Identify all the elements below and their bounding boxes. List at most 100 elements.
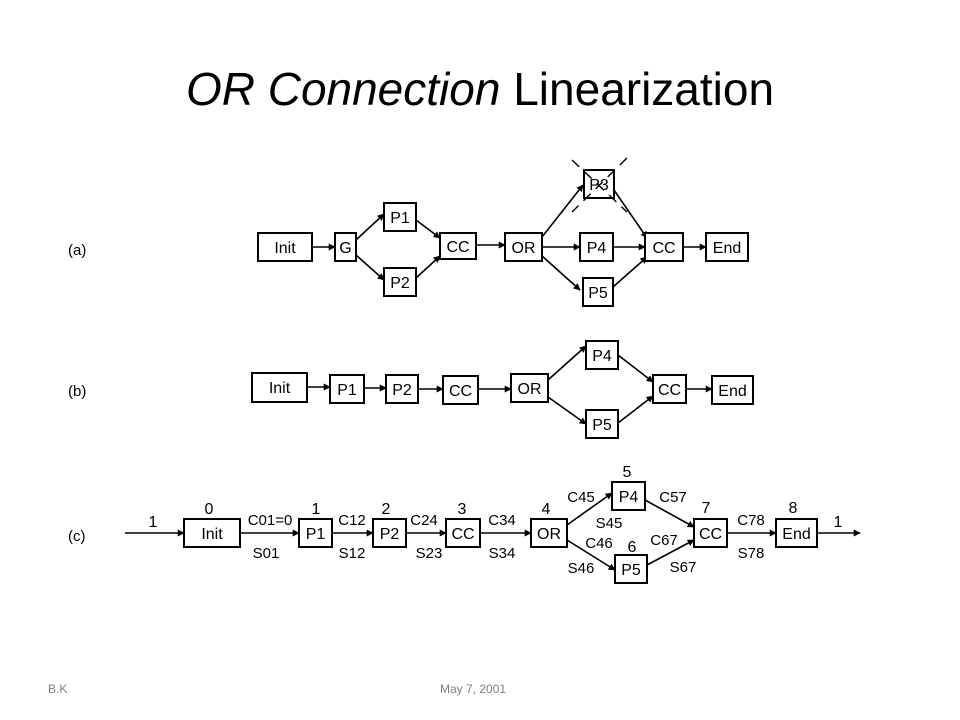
a-node-or-label: OR — [512, 240, 536, 257]
a-node-p5-label: P5 — [588, 285, 608, 302]
a-node-cc1: CC — [439, 232, 477, 260]
c-node-p1-label: P1 — [306, 526, 326, 543]
c-label-s34: S34 — [489, 545, 516, 562]
b-node-end: End — [711, 375, 754, 405]
a-node-p4-label: P4 — [587, 240, 607, 257]
a-node-g: G — [334, 232, 357, 262]
a-edge-g-p2 — [355, 254, 385, 281]
a-node-p5: P5 — [582, 277, 614, 307]
title-plain: Linearization — [513, 63, 775, 115]
c-node-end: End — [775, 518, 818, 548]
c-index-in: 1 — [149, 514, 158, 531]
diagram-a: (a) Init G P1 P2 CC OR P3 P4 — [68, 157, 749, 307]
c-index-out: 1 — [834, 514, 843, 531]
b-node-p1: P1 — [329, 374, 365, 404]
c-label-s23: S23 — [416, 545, 443, 562]
diagram-b-label: (b) — [68, 383, 86, 400]
c-node-cc2: CC — [693, 518, 728, 548]
a-node-p2-label: P2 — [390, 275, 410, 292]
diagram-c-label: (c) — [68, 528, 86, 545]
b-node-p2-label: P2 — [392, 382, 412, 399]
c-node-p4: P4 — [611, 481, 646, 511]
c-index-p5: 6 — [628, 539, 637, 556]
b-node-or: OR — [510, 373, 549, 403]
title-italic: OR Connection — [185, 63, 501, 115]
c-label-s12: S12 — [339, 545, 366, 562]
slide-title: OR Connection Linearization — [0, 62, 960, 116]
c-node-or-label: OR — [537, 526, 561, 543]
c-edge-p5-cc — [646, 539, 695, 566]
c-node-p5-label: P5 — [621, 562, 641, 579]
a-edge-or-p5 — [541, 255, 581, 291]
a-node-p1: P1 — [383, 202, 417, 232]
c-label-s01: S01 — [253, 545, 280, 562]
a-edges — [312, 184, 707, 291]
c-label-s45: S45 — [596, 515, 623, 532]
c-label-c12: C12 — [338, 512, 366, 529]
c-label-c78: C78 — [737, 512, 765, 529]
c-node-p2-label: P2 — [380, 526, 400, 543]
c-index-or: 4 — [542, 501, 551, 518]
b-edges — [307, 345, 713, 425]
p3-removed-cross-icon — [571, 157, 628, 213]
a-node-init: Init — [257, 232, 313, 262]
a-edge-p3-cc — [613, 189, 648, 239]
b-node-p1-label: P1 — [337, 382, 357, 399]
a-node-or: OR — [504, 232, 543, 262]
b-node-cc1: CC — [442, 375, 479, 405]
a-node-end: End — [705, 232, 749, 262]
c-node-p1: P1 — [298, 518, 333, 548]
c-index-end: 8 — [789, 500, 798, 517]
c-node-init-label: Init — [201, 526, 223, 543]
c-label-c01: C01=0 — [248, 512, 293, 529]
c-edge-labels: C01=0 S01 C12 S12 C24 S23 C34 S34 C45 S4… — [248, 489, 765, 577]
c-node-p2: P2 — [372, 518, 407, 548]
b-node-cc2-label: CC — [658, 382, 681, 399]
b-node-cc1-label: CC — [449, 383, 472, 400]
b-node-cc2: CC — [652, 374, 687, 404]
c-label-s67: S67 — [670, 559, 697, 576]
diagram-c: (c) Init P1 P2 CC OR P4 P5 CC End 1 0 1 … — [68, 464, 861, 584]
c-node-p4-label: P4 — [619, 489, 639, 506]
c-node-or: OR — [530, 518, 568, 548]
a-node-p1-label: P1 — [390, 210, 410, 227]
b-edge-or-p4 — [547, 345, 587, 381]
c-node-cc2-label: CC — [699, 526, 722, 543]
c-index-p1: 1 — [312, 501, 321, 518]
c-index-p4: 5 — [623, 464, 632, 481]
c-edges — [125, 492, 861, 571]
c-node-p5: P5 — [614, 554, 648, 584]
diagram-b: (b) Init P1 P2 CC OR P4 P5 CC End — [68, 340, 754, 439]
c-label-s78: S78 — [738, 545, 765, 562]
c-label-c67: C67 — [650, 532, 678, 549]
c-label-c24: C24 — [410, 512, 438, 529]
a-edge-p2-cc — [415, 255, 441, 279]
c-label-c46: C46 — [585, 535, 613, 552]
c-node-end-label: End — [782, 526, 810, 543]
a-edge-or-p3 — [541, 184, 584, 238]
a-node-g-label: G — [339, 240, 351, 257]
b-node-p4: P4 — [585, 340, 619, 370]
c-index-cc1: 3 — [458, 501, 467, 518]
c-node-init: Init — [183, 518, 241, 548]
c-node-indices: 1 0 1 2 3 4 5 6 7 8 1 — [149, 464, 843, 556]
a-node-p3: P3 — [571, 157, 628, 213]
c-node-cc1-label: CC — [451, 526, 474, 543]
c-node-cc1: CC — [445, 518, 481, 548]
a-edge-p5-cc — [612, 256, 648, 288]
b-node-p2: P2 — [385, 374, 419, 404]
b-node-init: Init — [251, 372, 308, 403]
b-edge-p4-cc — [617, 354, 654, 383]
c-edge-or-p4 — [566, 492, 613, 526]
a-node-cc1-label: CC — [446, 239, 469, 256]
c-label-c57: C57 — [659, 489, 687, 506]
c-edge-p4-cc — [644, 499, 695, 528]
c-label-s46: S46 — [568, 560, 595, 577]
b-node-init-label: Init — [269, 380, 291, 397]
a-edge-p1-cc — [415, 219, 441, 239]
b-edge-or-p5 — [547, 396, 587, 425]
c-index-cc2: 7 — [702, 500, 711, 517]
c-index-p2: 2 — [382, 501, 391, 518]
c-edge-or-p5 — [566, 539, 616, 571]
footer-author: B.K — [48, 682, 68, 696]
